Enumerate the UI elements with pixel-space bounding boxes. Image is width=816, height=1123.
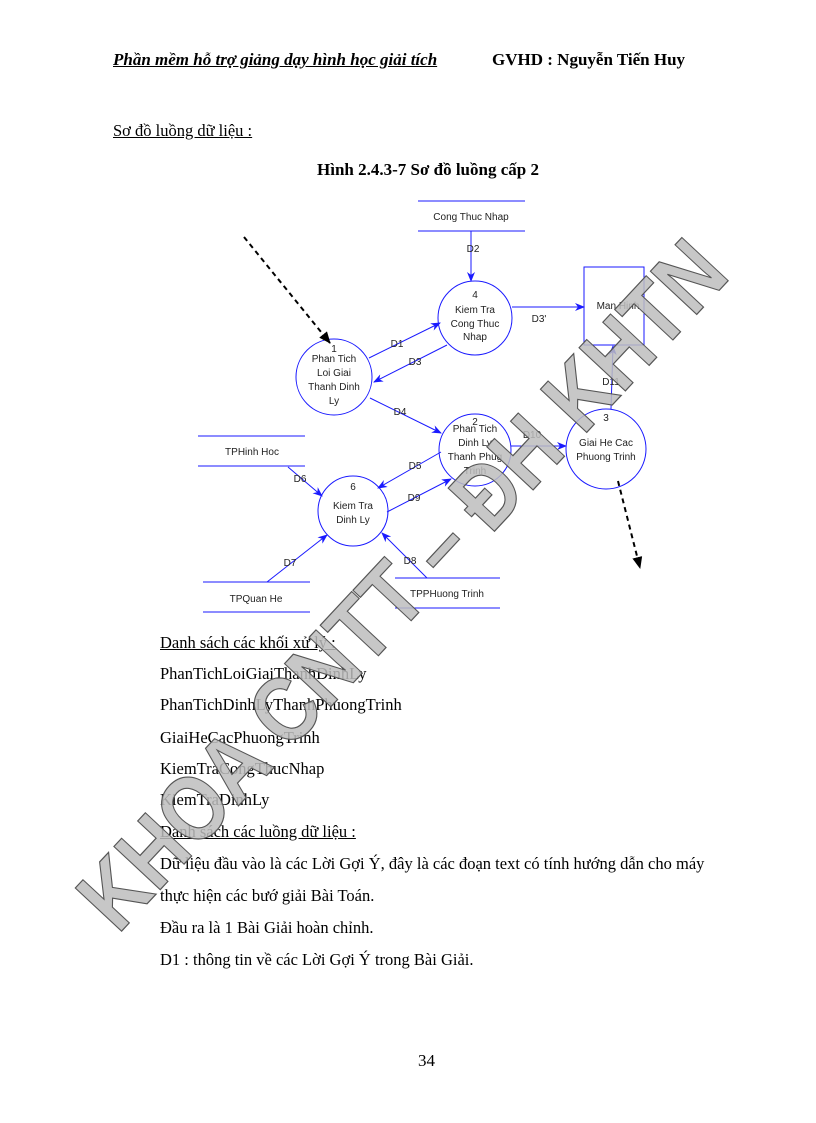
flow-label: D9 (408, 493, 421, 504)
figure-caption: Hình 2.4.3-7 Sơ đồ luồng cấp 2 (317, 160, 539, 179)
process-2 (438, 413, 512, 487)
process-label: Giai He Cac (579, 438, 633, 449)
flow-label: D6 (294, 474, 307, 485)
process-label: Loi Giai (317, 368, 351, 379)
process-label: Phuong Trinh (576, 452, 636, 463)
flow-d7 (266, 534, 328, 583)
process-item: PhanTichLoiGiaiThanhDinhLy (160, 664, 367, 683)
flow-d3 (373, 344, 448, 383)
process-label: Kiem Tra (333, 501, 373, 512)
flow-label: D11 (602, 377, 620, 388)
paragraph: D1 : thông tin về các Lời Gợi Ý trong Bà… (160, 950, 474, 969)
process-label: Nhap (463, 332, 487, 343)
process-number: 4 (472, 290, 478, 301)
process-label: Dinh Ly (336, 515, 370, 526)
process-label: Trinh (464, 466, 486, 477)
process-label: Kiem Tra (455, 305, 495, 316)
process-item: PhanTichDinhLyThanhPhuongTrinh (160, 695, 402, 714)
entity-label: Man Hinh (597, 301, 640, 312)
store-label: TPQuan He (230, 594, 283, 605)
flow-d5 (377, 451, 442, 489)
flow-d1 (368, 322, 441, 359)
flow-label: D4 (394, 407, 407, 418)
section-title: Sơ đồ luồng dữ liệu : (113, 121, 253, 140)
flow-label: D8 (404, 556, 417, 567)
flow-d11 (608, 345, 617, 410)
flow-label: D7 (284, 558, 297, 569)
processes-heading: Danh sách các khối xử lý : (160, 633, 336, 652)
flow-d6 (287, 466, 323, 497)
input-dashed-arrow (243, 236, 331, 344)
process-1 (295, 338, 373, 416)
paragraph: thực hiện các bướ giải Bài Toán. (160, 886, 375, 905)
process-label: Phan Tich (312, 354, 356, 365)
store-label: TPPHuong Trinh (410, 589, 484, 600)
process-item: GiaiHeCacPhuongTrinh (160, 728, 320, 747)
flow-label: D2 (467, 244, 480, 255)
paragraph: Đầu ra là 1 Bài Giải hoàn chỉnh. (160, 918, 374, 937)
flow-d9 (386, 478, 452, 513)
flow-d8 (381, 532, 428, 579)
process-label: Thanh Phug (448, 452, 503, 463)
process-4 (437, 280, 513, 356)
store-label: Cong Thuc Nhap (433, 212, 509, 223)
flow-label: D5 (409, 461, 422, 472)
paragraph: Dữ liệu đầu vào là các Lời Gợi Ý, đây là… (160, 854, 705, 873)
page-number: 34 (418, 1051, 435, 1070)
output-dashed-arrow (617, 480, 643, 569)
flow-label: D10 (523, 430, 542, 441)
flow-label: D1 (391, 339, 404, 350)
process-item: KiemTraDinhLy (160, 790, 270, 809)
process-label: Phan Tich (453, 424, 497, 435)
flow-label: D3' (532, 314, 547, 325)
process-number: 1 (331, 344, 337, 355)
process-label: Thanh Dinh (308, 382, 360, 393)
process-item: KiemTraCongThucNhap (160, 759, 325, 778)
flow-label: D3 (409, 357, 422, 368)
process-label: Ly (329, 396, 339, 407)
process-number: 3 (603, 413, 609, 424)
process-number: 6 (350, 482, 356, 493)
header-title: Phần mềm hỗ trợ giảng dạy hình học giải … (113, 50, 438, 69)
process-label: Cong Thuc (451, 319, 500, 330)
process-label: Dinh Ly (458, 438, 492, 449)
store-label: TPHinh Hoc (225, 447, 279, 458)
flows-heading: Danh sách các luồng dữ liệu : (160, 822, 356, 841)
process-number: 2 (472, 417, 478, 428)
flow-d4 (369, 397, 442, 434)
header-advisor: GVHD : Nguyễn Tiến Huy (492, 50, 686, 69)
